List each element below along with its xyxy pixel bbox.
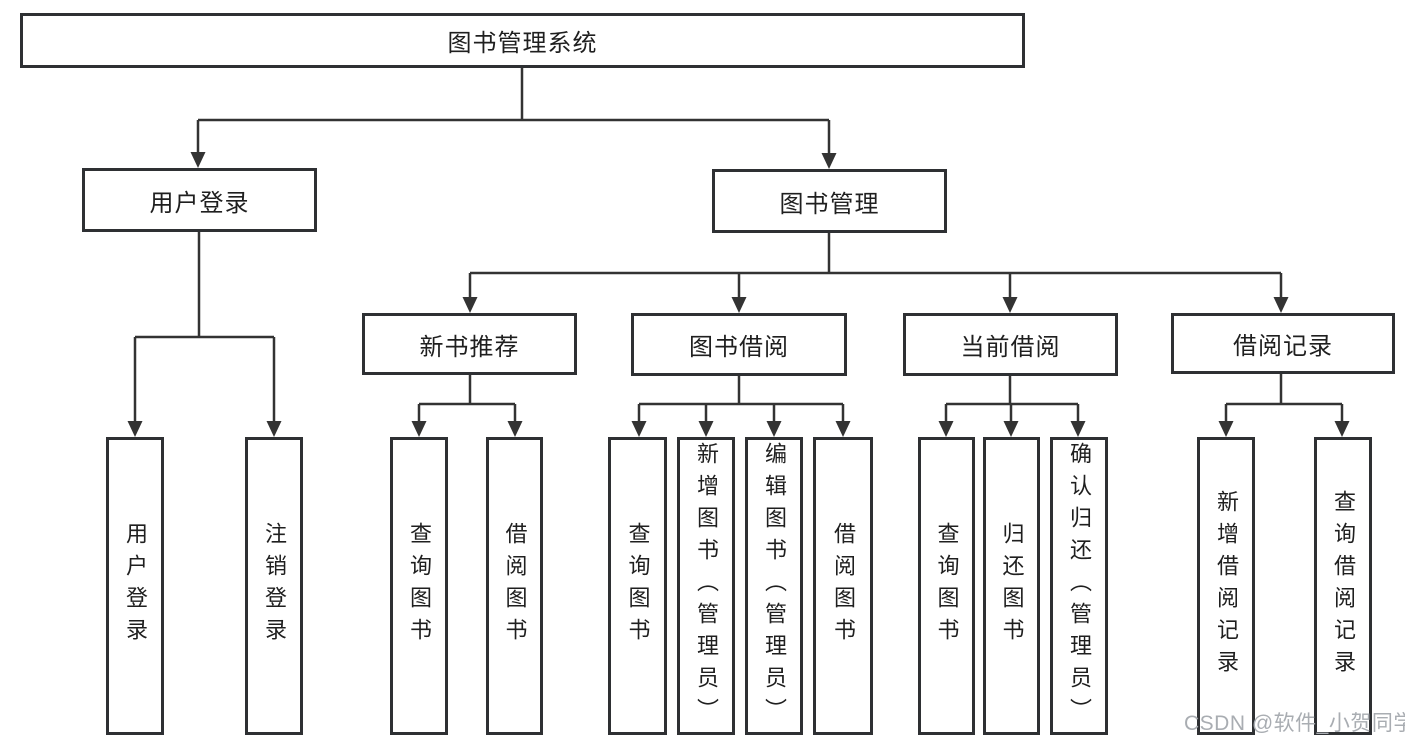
leaf-borrow-books: 借阅图书 [813,437,873,735]
node-root-system: 图书管理系统 [20,13,1025,68]
leaf-borrow-books-label: 借阅图书 [831,522,856,650]
node-user-login-label: 用户登录 [149,189,250,217]
node-book-borrow-label: 图书借阅 [689,334,789,361]
leaf-query-books-recommend: 查询图书 [390,437,448,735]
leaf-edit-book-admin-label: 编辑图书（管理员） [762,442,787,730]
leaf-borrow-books-recommend: 借阅图书 [486,437,543,735]
leaf-user-login-label: 用户登录 [123,522,148,650]
leaf-query-books-borrow: 查询图书 [608,437,667,735]
node-current-borrow-label: 当前借阅 [960,334,1061,361]
leaf-borrow-books-recommend-label: 借阅图书 [502,522,528,650]
leaf-confirm-return-admin: 确认归还（管理员） [1050,437,1108,735]
leaf-query-borrow-record-label: 查询借阅记录 [1331,490,1356,682]
leaf-query-borrow-record: 查询借阅记录 [1314,437,1372,735]
leaf-logout: 注销登录 [245,437,303,735]
node-borrow-records-label: 借阅记录 [1233,333,1333,360]
leaf-confirm-return-admin-label: 确认归还（管理员） [1067,442,1092,730]
node-current-borrow: 当前借阅 [903,313,1118,376]
node-new-book-recommend: 新书推荐 [362,313,577,375]
leaf-query-books-current: 查询图书 [918,437,975,735]
leaf-edit-book-admin: 编辑图书（管理员） [745,437,803,735]
node-root-label: 图书管理系统 [447,30,598,57]
arrowhead-icons [127,152,1350,437]
leaf-return-book: 归还图书 [983,437,1040,735]
leaf-add-book-admin: 新增图书（管理员） [677,437,735,735]
node-book-management-label: 图书管理 [779,190,880,218]
leaf-add-borrow-record: 新增借阅记录 [1197,437,1255,735]
node-user-login: 用户登录 [82,168,317,232]
leaf-return-book-label: 归还图书 [999,522,1025,650]
node-new-book-recommend-label: 新书推荐 [419,333,520,361]
leaf-query-books-current-label: 查询图书 [934,522,960,650]
node-book-management: 图书管理 [712,169,947,233]
leaf-logout-label: 注销登录 [262,522,287,650]
node-book-borrow: 图书借阅 [631,313,847,376]
leaf-query-books-borrow-label: 查询图书 [625,522,651,650]
tree-edges [133,68,1344,424]
leaf-query-books-recommend-label: 查询图书 [407,522,432,650]
leaf-add-book-admin-label: 新增图书（管理员） [694,442,719,730]
csdn-watermark: CSDN @软件_小贺同学 [1184,712,1405,735]
leaf-add-borrow-record-label: 新增借阅记录 [1214,490,1239,682]
leaf-user-login: 用户登录 [106,437,164,735]
node-borrow-records: 借阅记录 [1171,313,1395,374]
